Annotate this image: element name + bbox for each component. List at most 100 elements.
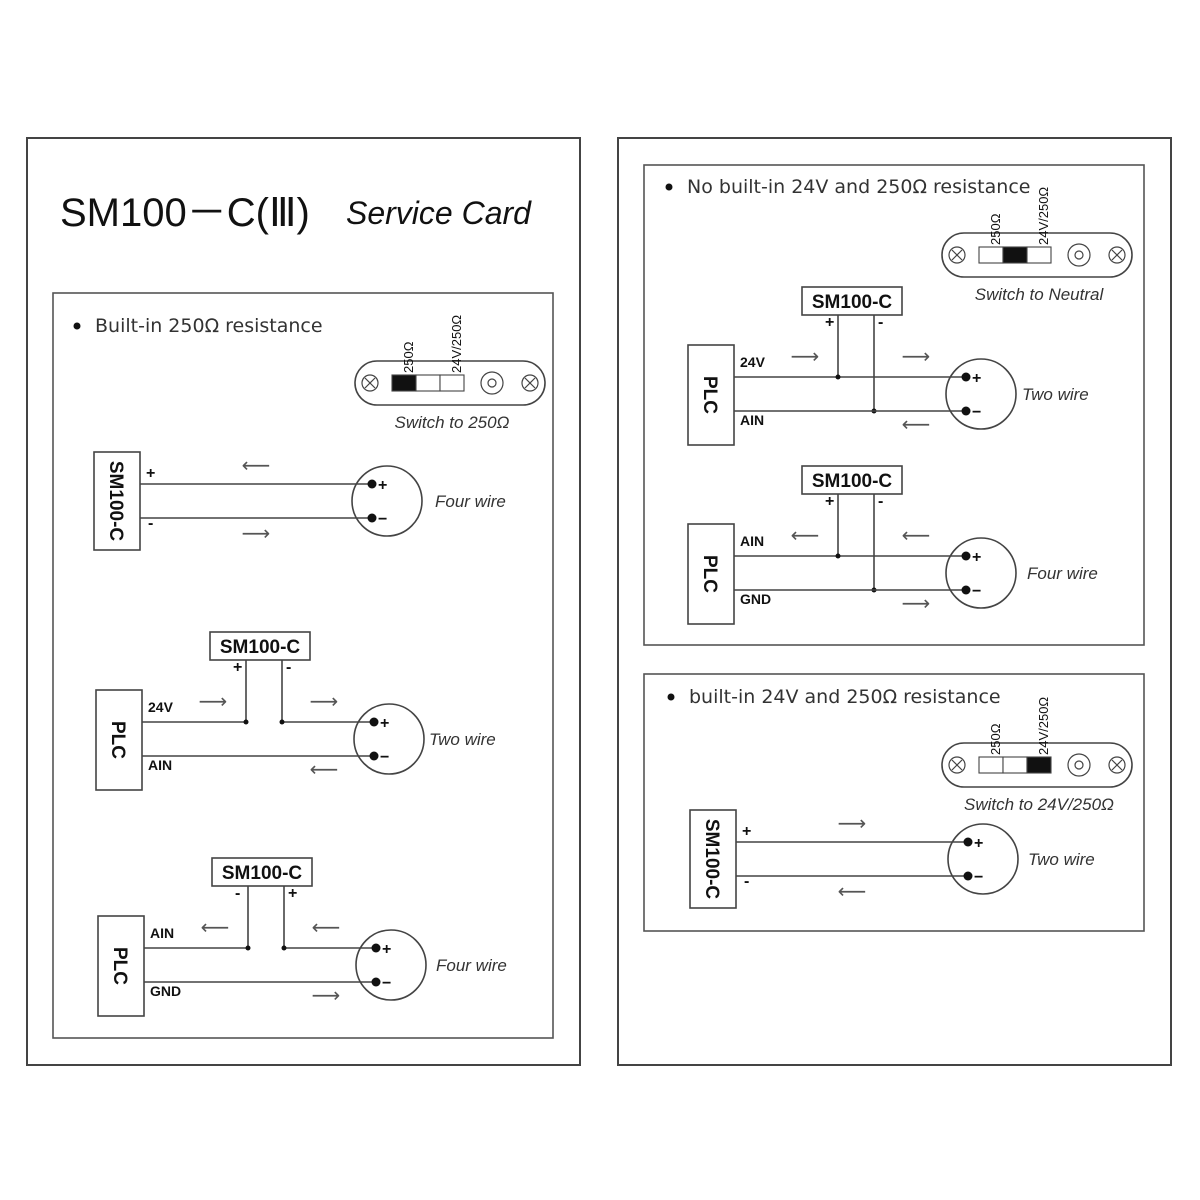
arrow-left-icon: ⟵	[312, 915, 341, 939]
diagram-caption: Two wire	[429, 730, 496, 749]
arrow-right-icon: ⟶	[242, 521, 271, 545]
switch-label-250: 250Ω	[988, 723, 1003, 755]
switch-label-250: 250Ω	[401, 341, 416, 373]
terminal-plus-label: +	[382, 941, 391, 958]
arrow-left-icon: ⟵	[201, 915, 230, 939]
device-pin-left: +	[825, 314, 834, 331]
plc-label: PLC	[699, 555, 720, 593]
arrow-right-icon: ⟶	[902, 591, 931, 615]
diagram-direct: SM100-C+-⟶⟵+−Two wire	[689, 809, 1095, 909]
plc-pin-bottom: AIN	[740, 412, 764, 428]
screw-cross	[1111, 249, 1123, 261]
switch-slider-cell	[415, 374, 441, 392]
device-pin-minus: -	[148, 515, 153, 532]
plc-box	[95, 689, 143, 791]
sm100c-label: SM100-C	[105, 461, 126, 542]
panel-builtin-250	[52, 292, 554, 1039]
right-card-frame	[617, 137, 1172, 1066]
sm100c-box	[211, 857, 313, 887]
screw-cross	[524, 377, 536, 389]
switch-slider-active	[1026, 756, 1052, 774]
sensor-circle	[355, 929, 427, 1001]
switch-slider-cell	[1002, 756, 1028, 774]
panel-no-builtin	[643, 164, 1145, 646]
terminal-plus-label: +	[378, 477, 387, 494]
terminal-minus-label: −	[972, 583, 981, 600]
terminal-plus-dot	[961, 551, 971, 561]
terminal-plus-dot	[961, 372, 971, 382]
terminal-plus-label: +	[380, 715, 389, 732]
device-pin-right: -	[878, 493, 883, 510]
terminal-minus-label: −	[972, 404, 981, 421]
switch-label-24v-250: 24V/250Ω	[449, 315, 464, 373]
plc-label: PLC	[109, 947, 130, 985]
switch-slider-active	[1002, 246, 1028, 264]
card-title-subtitle: Service Card	[346, 195, 532, 231]
section-heading: No built-in 24V and 250Ω resistance	[687, 176, 1030, 198]
terminal-minus-dot	[963, 871, 973, 881]
terminal-plus-label: +	[972, 370, 981, 387]
sm100c-label: SM100-C	[220, 637, 301, 658]
switch-plate: 250Ω 24V/250Ω Switch to 250Ω	[354, 315, 546, 432]
terminal-minus-dot	[371, 977, 381, 987]
arrow-left-icon: ⟵	[242, 453, 271, 477]
screw-cross	[951, 249, 963, 261]
terminal-plus-label: +	[972, 549, 981, 566]
arrow-right-icon: ⟶	[310, 689, 339, 713]
sm100c-box	[93, 451, 141, 551]
arrow-right-icon: ⟶	[902, 344, 931, 368]
terminal-plus-dot	[371, 943, 381, 953]
arrow-right-icon: ⟶	[838, 811, 867, 835]
device-pin-right: -	[878, 314, 883, 331]
arrow-left-icon: ⟵	[310, 757, 339, 781]
sensor-circle	[945, 358, 1017, 430]
left-card-frame	[26, 137, 581, 1066]
switch-slider-cell	[978, 756, 1004, 774]
plc-pin-top: AIN	[740, 533, 764, 549]
switch-caption: Switch to Neutral	[975, 285, 1105, 304]
plc-box	[687, 344, 735, 446]
bullet-icon	[665, 183, 673, 191]
arrow-right-icon: ⟶	[199, 689, 228, 713]
plc-pin-top: 24V	[740, 354, 766, 370]
arrow-right-icon: ⟶	[312, 983, 341, 1007]
switch-label-24v-250: 24V/250Ω	[1036, 697, 1051, 755]
terminal-minus-dot	[367, 513, 377, 523]
sm100c-label: SM100-C	[701, 819, 722, 900]
switch-slider-cell	[439, 374, 465, 392]
terminal-plus-label: +	[974, 835, 983, 852]
sm100c-box	[801, 465, 903, 495]
switch-caption: Switch to 250Ω	[395, 413, 510, 432]
plc-label: PLC	[699, 376, 720, 414]
device-pin-plus: +	[146, 465, 155, 482]
terminal-minus-label: −	[380, 749, 389, 766]
arrow-right-icon: ⟶	[791, 344, 820, 368]
plc-pin-bottom: AIN	[148, 757, 172, 773]
plc-pin-top: AIN	[150, 925, 174, 941]
card-title-model: SM100－C(Ⅲ)	[60, 191, 310, 235]
screw-cross	[364, 377, 376, 389]
plc-pin-top: 24V	[148, 699, 174, 715]
section-heading: built-in 24V and 250Ω resistance	[689, 686, 1001, 708]
switch-slider-cell	[1026, 246, 1052, 264]
knob-center	[1074, 760, 1084, 770]
plc-pin-bottom: GND	[740, 591, 771, 607]
diagram-caption: Four wire	[436, 956, 507, 975]
sm100c-label: SM100-C	[812, 471, 893, 492]
diagram-caption: Two wire	[1022, 385, 1089, 404]
junction-dot	[835, 374, 841, 380]
terminal-minus-dot	[961, 585, 971, 595]
terminal-plus-dot	[963, 837, 973, 847]
bullet-icon	[667, 693, 675, 701]
screw-cross	[1111, 759, 1123, 771]
plc-box	[687, 523, 735, 625]
device-pin-plus: +	[742, 823, 751, 840]
sm100c-box	[801, 286, 903, 316]
